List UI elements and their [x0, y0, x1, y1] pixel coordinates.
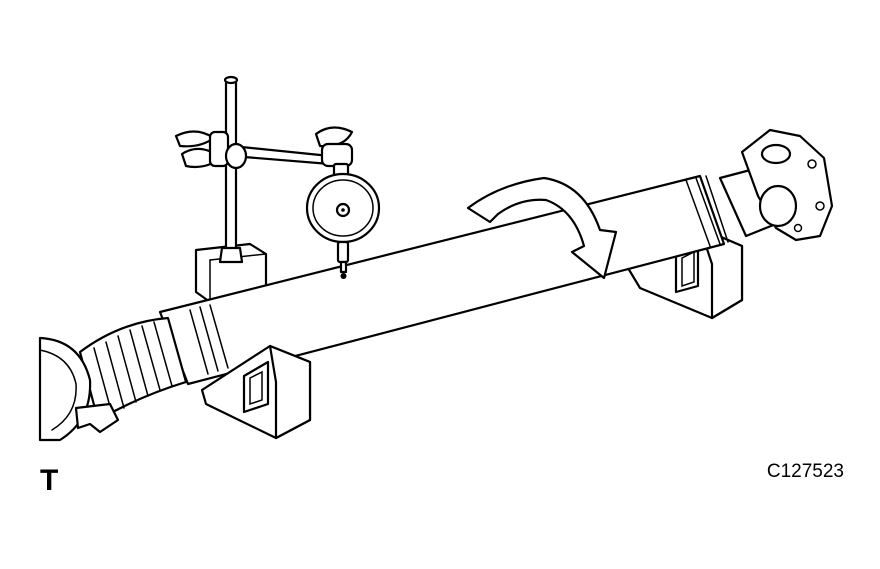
universal-joint-right: [718, 128, 834, 242]
clamp-knob-right: [314, 126, 354, 168]
dial-indicator: [305, 162, 381, 279]
v-block-left: [200, 344, 312, 440]
figure-code-label: C127523: [766, 461, 844, 482]
indicator-arm: [224, 142, 332, 170]
clamp-knob-left: [174, 130, 230, 169]
cv-joint-boot: [78, 316, 188, 422]
rotation-arrow-icon: [466, 176, 618, 280]
indicator-stand-post: [218, 75, 244, 264]
flange-left: [38, 336, 120, 442]
v-block-right: [626, 226, 744, 320]
view-letter-label: T: [40, 464, 59, 497]
